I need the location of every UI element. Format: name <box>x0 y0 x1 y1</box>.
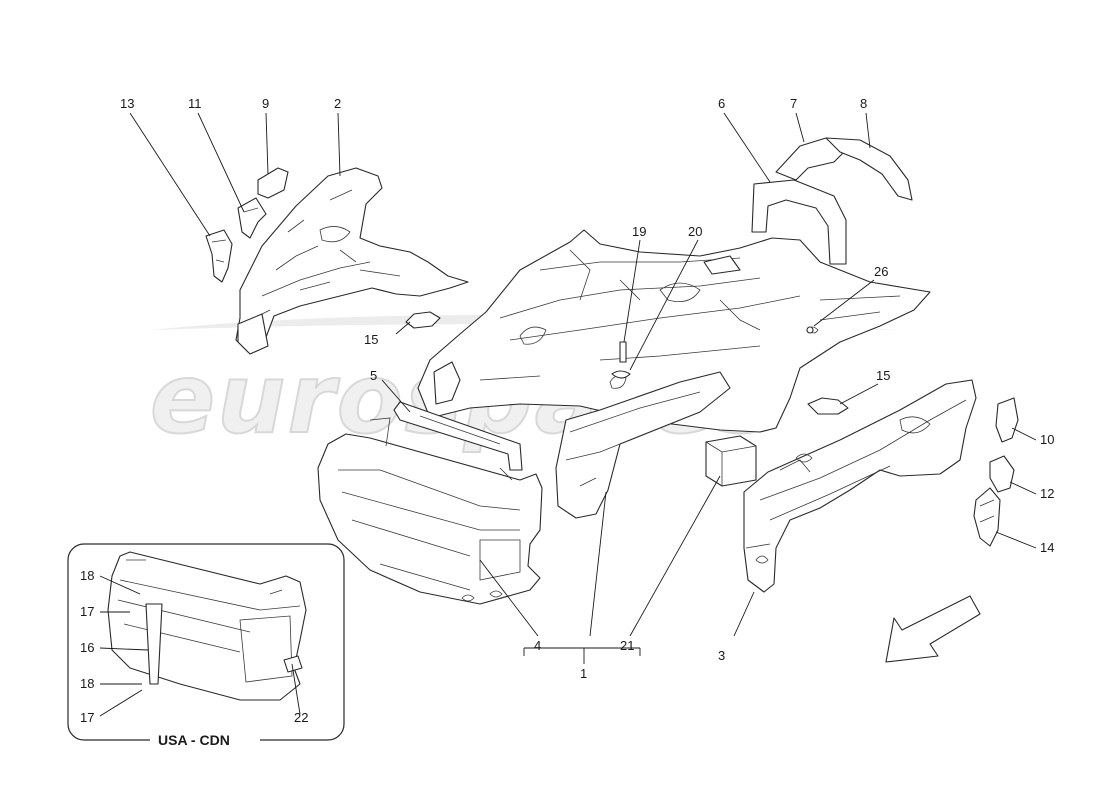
part-10-bracket <box>995 397 1019 443</box>
part-21-box <box>705 435 757 487</box>
part-6-panel <box>751 179 847 265</box>
part-15-right-plate <box>807 397 849 415</box>
callout-10: 10 <box>1040 432 1054 447</box>
part-1-front-rail <box>555 371 731 519</box>
inset-title: USA - CDN <box>158 732 230 748</box>
callout-2: 2 <box>334 96 341 111</box>
callout-8: 8 <box>860 96 867 111</box>
callout-14: 14 <box>1040 540 1054 555</box>
part-2-left-wheelhouse <box>235 167 469 355</box>
central-floor-frame <box>417 229 931 433</box>
callout-1: 1 <box>580 666 587 681</box>
callout-16: 16 <box>80 640 94 655</box>
callout-17-top: 17 <box>80 604 94 619</box>
callout-13: 13 <box>120 96 134 111</box>
inset-bumper-frame <box>107 551 307 701</box>
callout-18-bottom: 18 <box>80 676 94 691</box>
part-5-cross-member <box>393 401 523 471</box>
callout-4: 4 <box>534 638 541 653</box>
part-14-bracket <box>973 487 1001 547</box>
part-19-bolt <box>619 341 627 363</box>
leader-lines <box>99 112 1037 717</box>
part-15-left-plate <box>405 311 441 329</box>
part-13-bracket <box>205 229 233 283</box>
callout-5: 5 <box>370 368 377 383</box>
callout-6: 6 <box>718 96 725 111</box>
callout-9: 9 <box>262 96 269 111</box>
part-3-right-side-member <box>743 379 977 593</box>
callout-7: 7 <box>790 96 797 111</box>
part-20-nut <box>611 370 631 379</box>
callout-12: 12 <box>1040 486 1054 501</box>
callout-22: 22 <box>294 710 308 725</box>
front-direction-arrow-icon <box>885 595 981 663</box>
callout-21: 21 <box>620 638 634 653</box>
callout-17-bottom: 17 <box>80 710 94 725</box>
part-4-bumper-frame <box>317 417 543 605</box>
callout-20: 20 <box>688 224 702 239</box>
callout-26: 26 <box>874 264 888 279</box>
part-9-bracket <box>257 167 289 199</box>
callout-19: 19 <box>632 224 646 239</box>
callout-18-top: 18 <box>80 568 94 583</box>
callout-labels: 13 11 9 2 15 5 6 7 8 19 20 26 15 10 12 1… <box>80 96 1054 725</box>
part-11-bracket <box>237 197 267 239</box>
part-26-plug <box>806 326 814 334</box>
callout-15-right: 15 <box>876 368 890 383</box>
part-8-upper-reinforcement <box>825 137 913 201</box>
part-7-upper-panel <box>775 137 847 181</box>
callout-15-left: 15 <box>364 332 378 347</box>
callout-11: 11 <box>188 96 202 111</box>
callout-3: 3 <box>718 648 725 663</box>
part-12-bracket <box>989 455 1015 493</box>
